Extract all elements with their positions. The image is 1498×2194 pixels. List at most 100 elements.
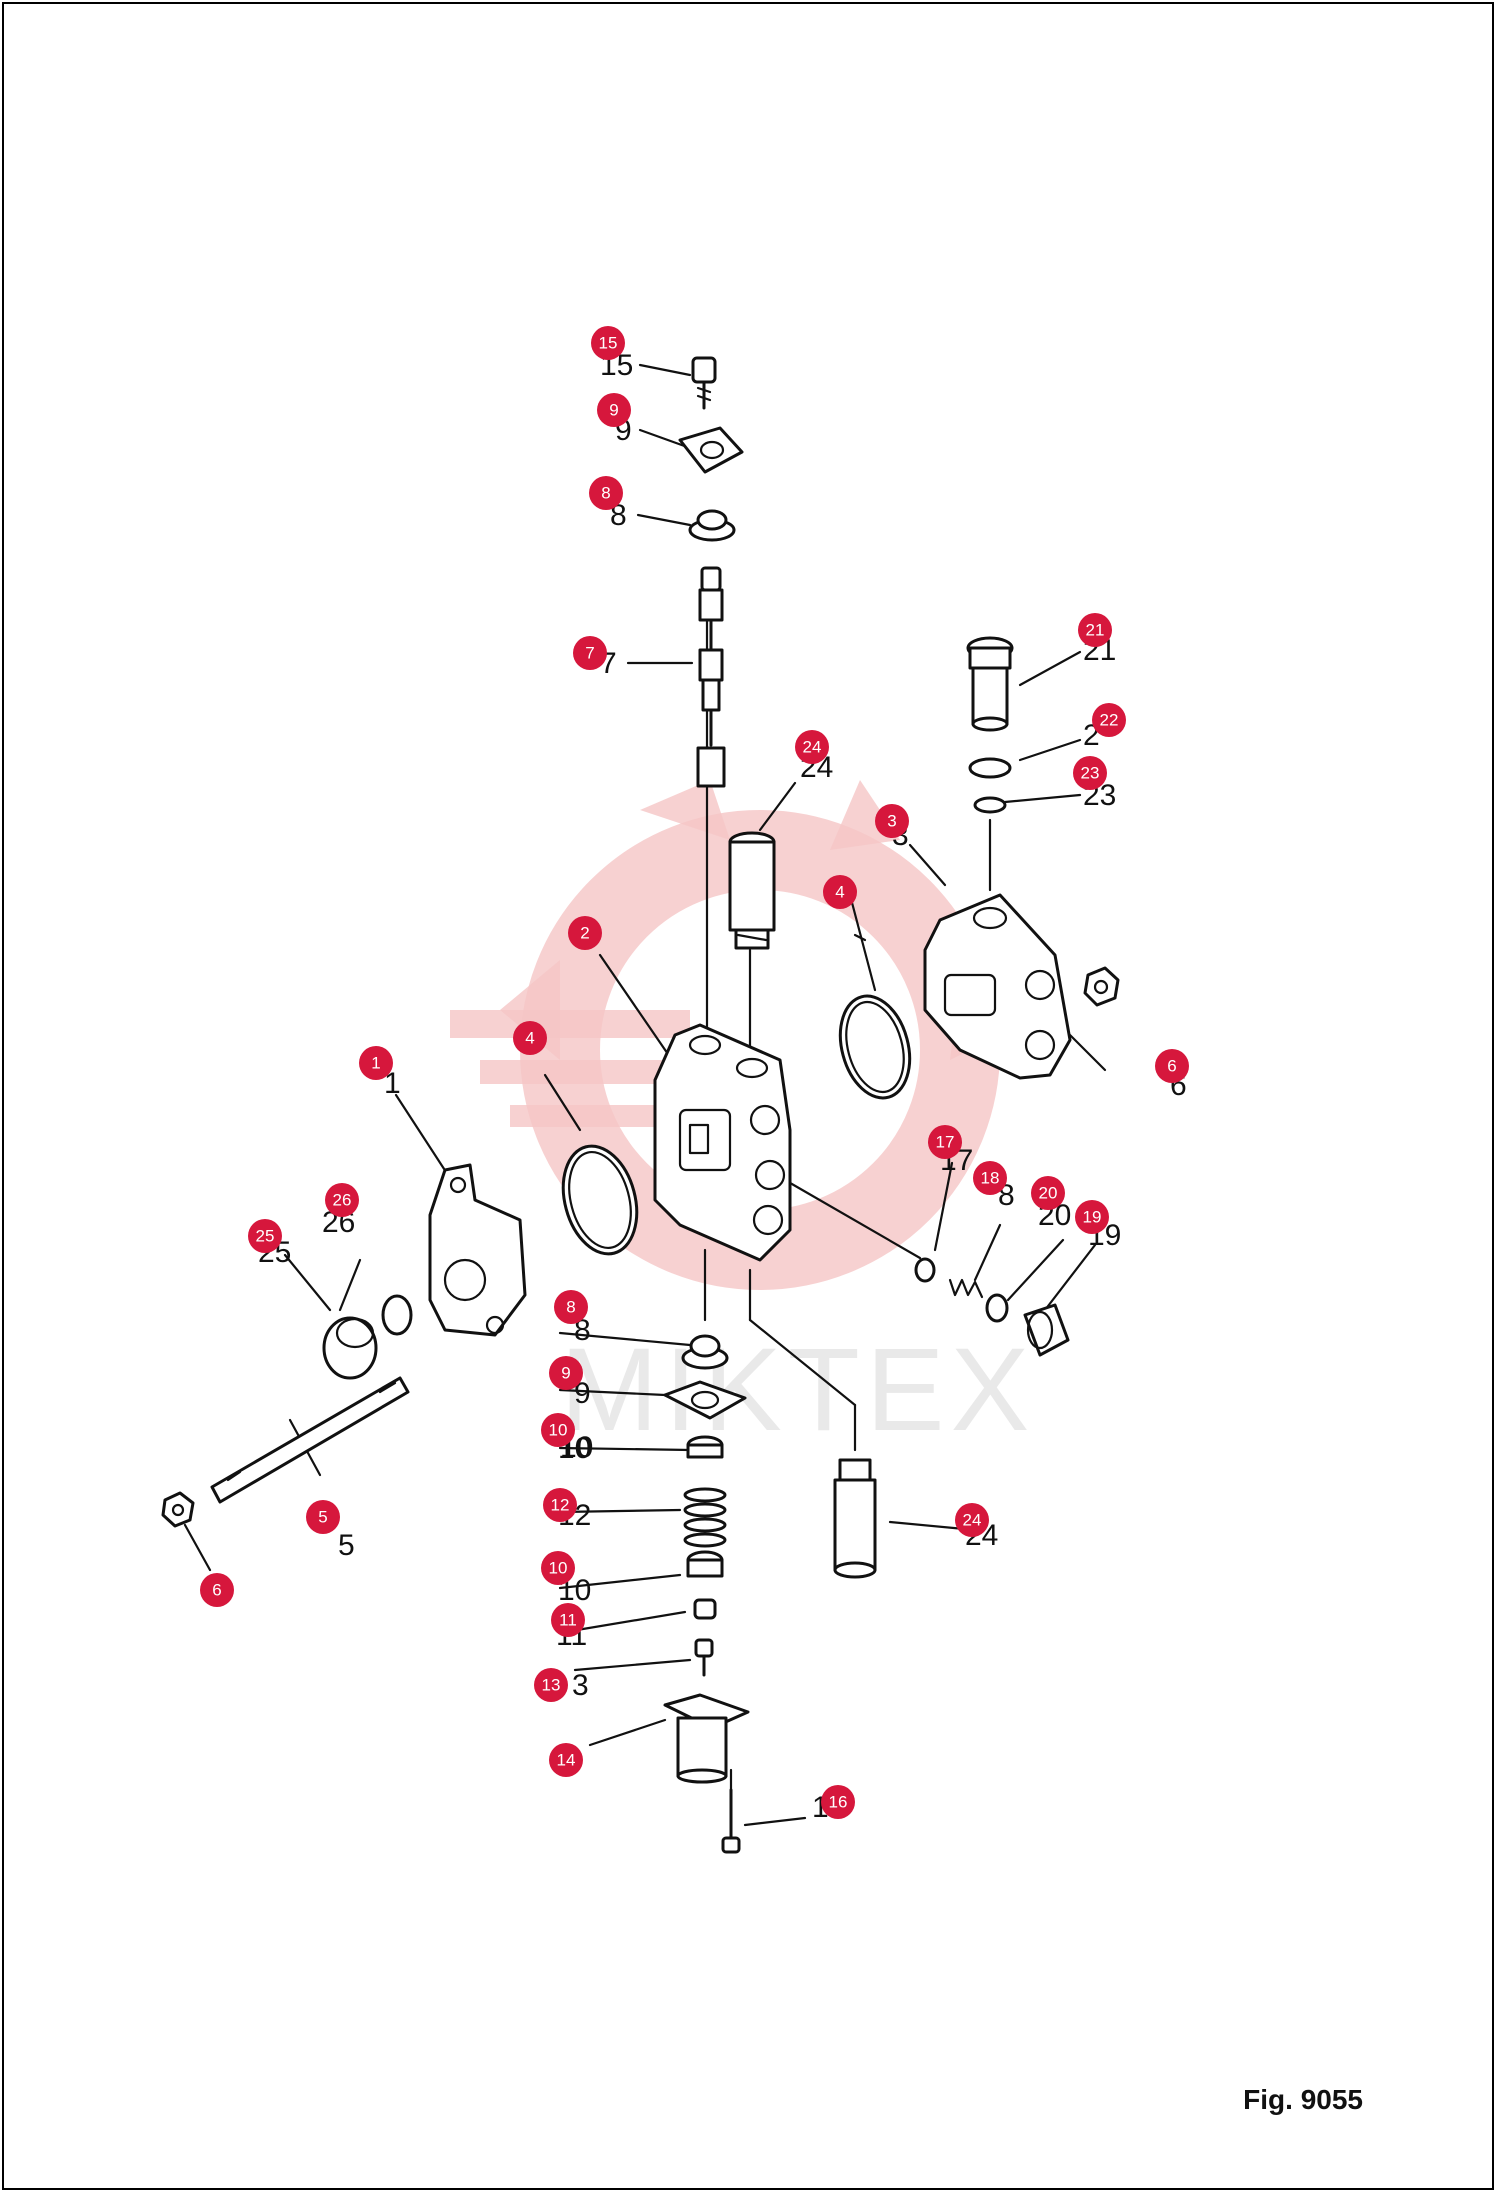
svg-text:10: 10 — [549, 1559, 568, 1578]
part-oring-4-right — [838, 994, 912, 1100]
svg-text:24: 24 — [963, 1511, 982, 1530]
part-seat-8-bottom — [681, 1334, 729, 1370]
svg-text:6: 6 — [212, 1581, 221, 1600]
part-seat-8-top — [688, 509, 736, 542]
part-oring-23 — [973, 796, 1007, 814]
part-oring-20 — [985, 1293, 1009, 1323]
callout-badge[interactable]: 23 — [1073, 756, 1107, 790]
part-plug-25 — [322, 1316, 378, 1380]
callout-badges: 15 9 8 7 21 22 23 24 3 4 2 6 4 1 26 25 1… — [200, 326, 1189, 1819]
callout-badge[interactable]: 19 — [1075, 1200, 1109, 1234]
svg-text:11: 11 — [559, 1611, 577, 1630]
part-oring-26 — [381, 1294, 413, 1336]
svg-text:9: 9 — [561, 1364, 570, 1383]
svg-text:20: 20 — [1039, 1184, 1058, 1203]
part-plug-19 — [1023, 1303, 1070, 1357]
callout-badge[interactable]: 20 — [1031, 1176, 1065, 1210]
printed-number: 3 — [572, 1669, 589, 1702]
svg-text:8: 8 — [566, 1298, 575, 1317]
part-spool-7 — [696, 566, 726, 788]
part-flange-9-top — [678, 426, 744, 474]
callout-badge[interactable]: 7 — [573, 636, 607, 670]
callout-badge[interactable]: 6 — [1155, 1049, 1189, 1083]
svg-text:10: 10 — [549, 1421, 568, 1440]
svg-text:7: 7 — [585, 644, 594, 663]
part-stopper-11 — [693, 1598, 717, 1620]
callout-badge[interactable]: 10 — [541, 1551, 575, 1585]
callout-badge[interactable]: 8 — [554, 1290, 588, 1324]
callout-badge[interactable]: 2 — [568, 916, 602, 950]
callout-badge[interactable]: 25 — [248, 1219, 282, 1253]
svg-text:23: 23 — [1081, 764, 1100, 783]
svg-text:25: 25 — [256, 1227, 275, 1246]
printed-number: 1 — [384, 1067, 401, 1100]
callout-badge[interactable]: 5 — [306, 1500, 340, 1534]
svg-text:2: 2 — [580, 924, 589, 943]
svg-text:4: 4 — [525, 1029, 534, 1048]
printed-number: 9 — [574, 1377, 591, 1410]
part-bolt-16 — [721, 1788, 741, 1854]
svg-text:26: 26 — [333, 1191, 352, 1210]
callout-badge[interactable]: 4 — [513, 1021, 547, 1055]
callout-badge[interactable]: 10 — [541, 1413, 575, 1447]
callout-badge[interactable]: 26 — [325, 1183, 359, 1217]
part-flange-9-bottom — [663, 1380, 747, 1420]
callout-badge[interactable]: 6 — [200, 1573, 234, 1607]
part-spring-18 — [948, 1278, 984, 1299]
callout-badge[interactable]: 1 — [359, 1046, 393, 1080]
part-rod-5 — [210, 1376, 410, 1504]
leader-lines — [183, 363, 1107, 1827]
callout-badge[interactable]: 21 — [1078, 613, 1112, 647]
part-retainer-10-lower — [686, 1550, 724, 1578]
part-plug-21 — [966, 636, 1014, 732]
callout-badge[interactable]: 9 — [597, 393, 631, 427]
svg-text:12: 12 — [551, 1496, 570, 1515]
part-oring-22 — [968, 757, 1012, 779]
callout-badge[interactable]: 24 — [795, 730, 829, 764]
part-cover-3 — [923, 893, 1072, 1080]
part-valve-body-2 — [653, 1023, 792, 1262]
svg-text:15: 15 — [599, 334, 618, 353]
part-bolt-15 — [691, 356, 717, 410]
svg-text:5: 5 — [318, 1508, 327, 1527]
part-retainer-10-upper — [686, 1435, 724, 1459]
callout-badge[interactable]: 4 — [823, 875, 857, 909]
figure-label: Fig. 9055 — [1243, 2084, 1363, 2115]
part-relief-valve-24-bottom — [833, 1458, 877, 1579]
callout-badge[interactable]: 17 — [928, 1125, 962, 1159]
callout-badge[interactable]: 8 — [589, 476, 623, 510]
svg-text:24: 24 — [803, 738, 822, 757]
callout-badge[interactable]: 12 — [543, 1488, 577, 1522]
svg-text:4: 4 — [835, 883, 844, 902]
svg-text:17: 17 — [936, 1133, 955, 1152]
callout-badge[interactable]: 18 — [973, 1161, 1007, 1195]
callout-badge[interactable]: 24 — [955, 1503, 989, 1537]
part-nut-6-right — [1083, 966, 1120, 1007]
part-spring-12 — [683, 1487, 727, 1548]
svg-text:3: 3 — [887, 812, 896, 831]
callout-badge[interactable]: 9 — [549, 1356, 583, 1390]
svg-text:8: 8 — [601, 484, 610, 503]
callout-badge[interactable]: 13 — [534, 1668, 568, 1702]
part-cap-1 — [428, 1163, 527, 1337]
svg-text:6: 6 — [1167, 1057, 1176, 1076]
svg-text:19: 19 — [1083, 1208, 1102, 1227]
callout-badge[interactable]: 22 — [1092, 703, 1126, 737]
callout-badge[interactable]: 11 — [551, 1603, 585, 1637]
callout-badge[interactable]: 15 — [591, 326, 625, 360]
part-cap-14 — [663, 1693, 750, 1784]
printed-number: 5 — [338, 1529, 355, 1562]
callout-badge[interactable]: 3 — [875, 804, 909, 838]
svg-text:9: 9 — [609, 401, 618, 420]
svg-text:1: 1 — [371, 1054, 380, 1073]
svg-text:22: 22 — [1100, 711, 1119, 730]
part-oring-4-left — [561, 1144, 639, 1256]
callout-badge[interactable]: 16 — [821, 1785, 855, 1819]
callout-badge[interactable]: 14 — [549, 1743, 583, 1777]
svg-text:18: 18 — [981, 1169, 1000, 1188]
part-bolt-13 — [694, 1638, 714, 1677]
svg-text:16: 16 — [829, 1793, 848, 1812]
